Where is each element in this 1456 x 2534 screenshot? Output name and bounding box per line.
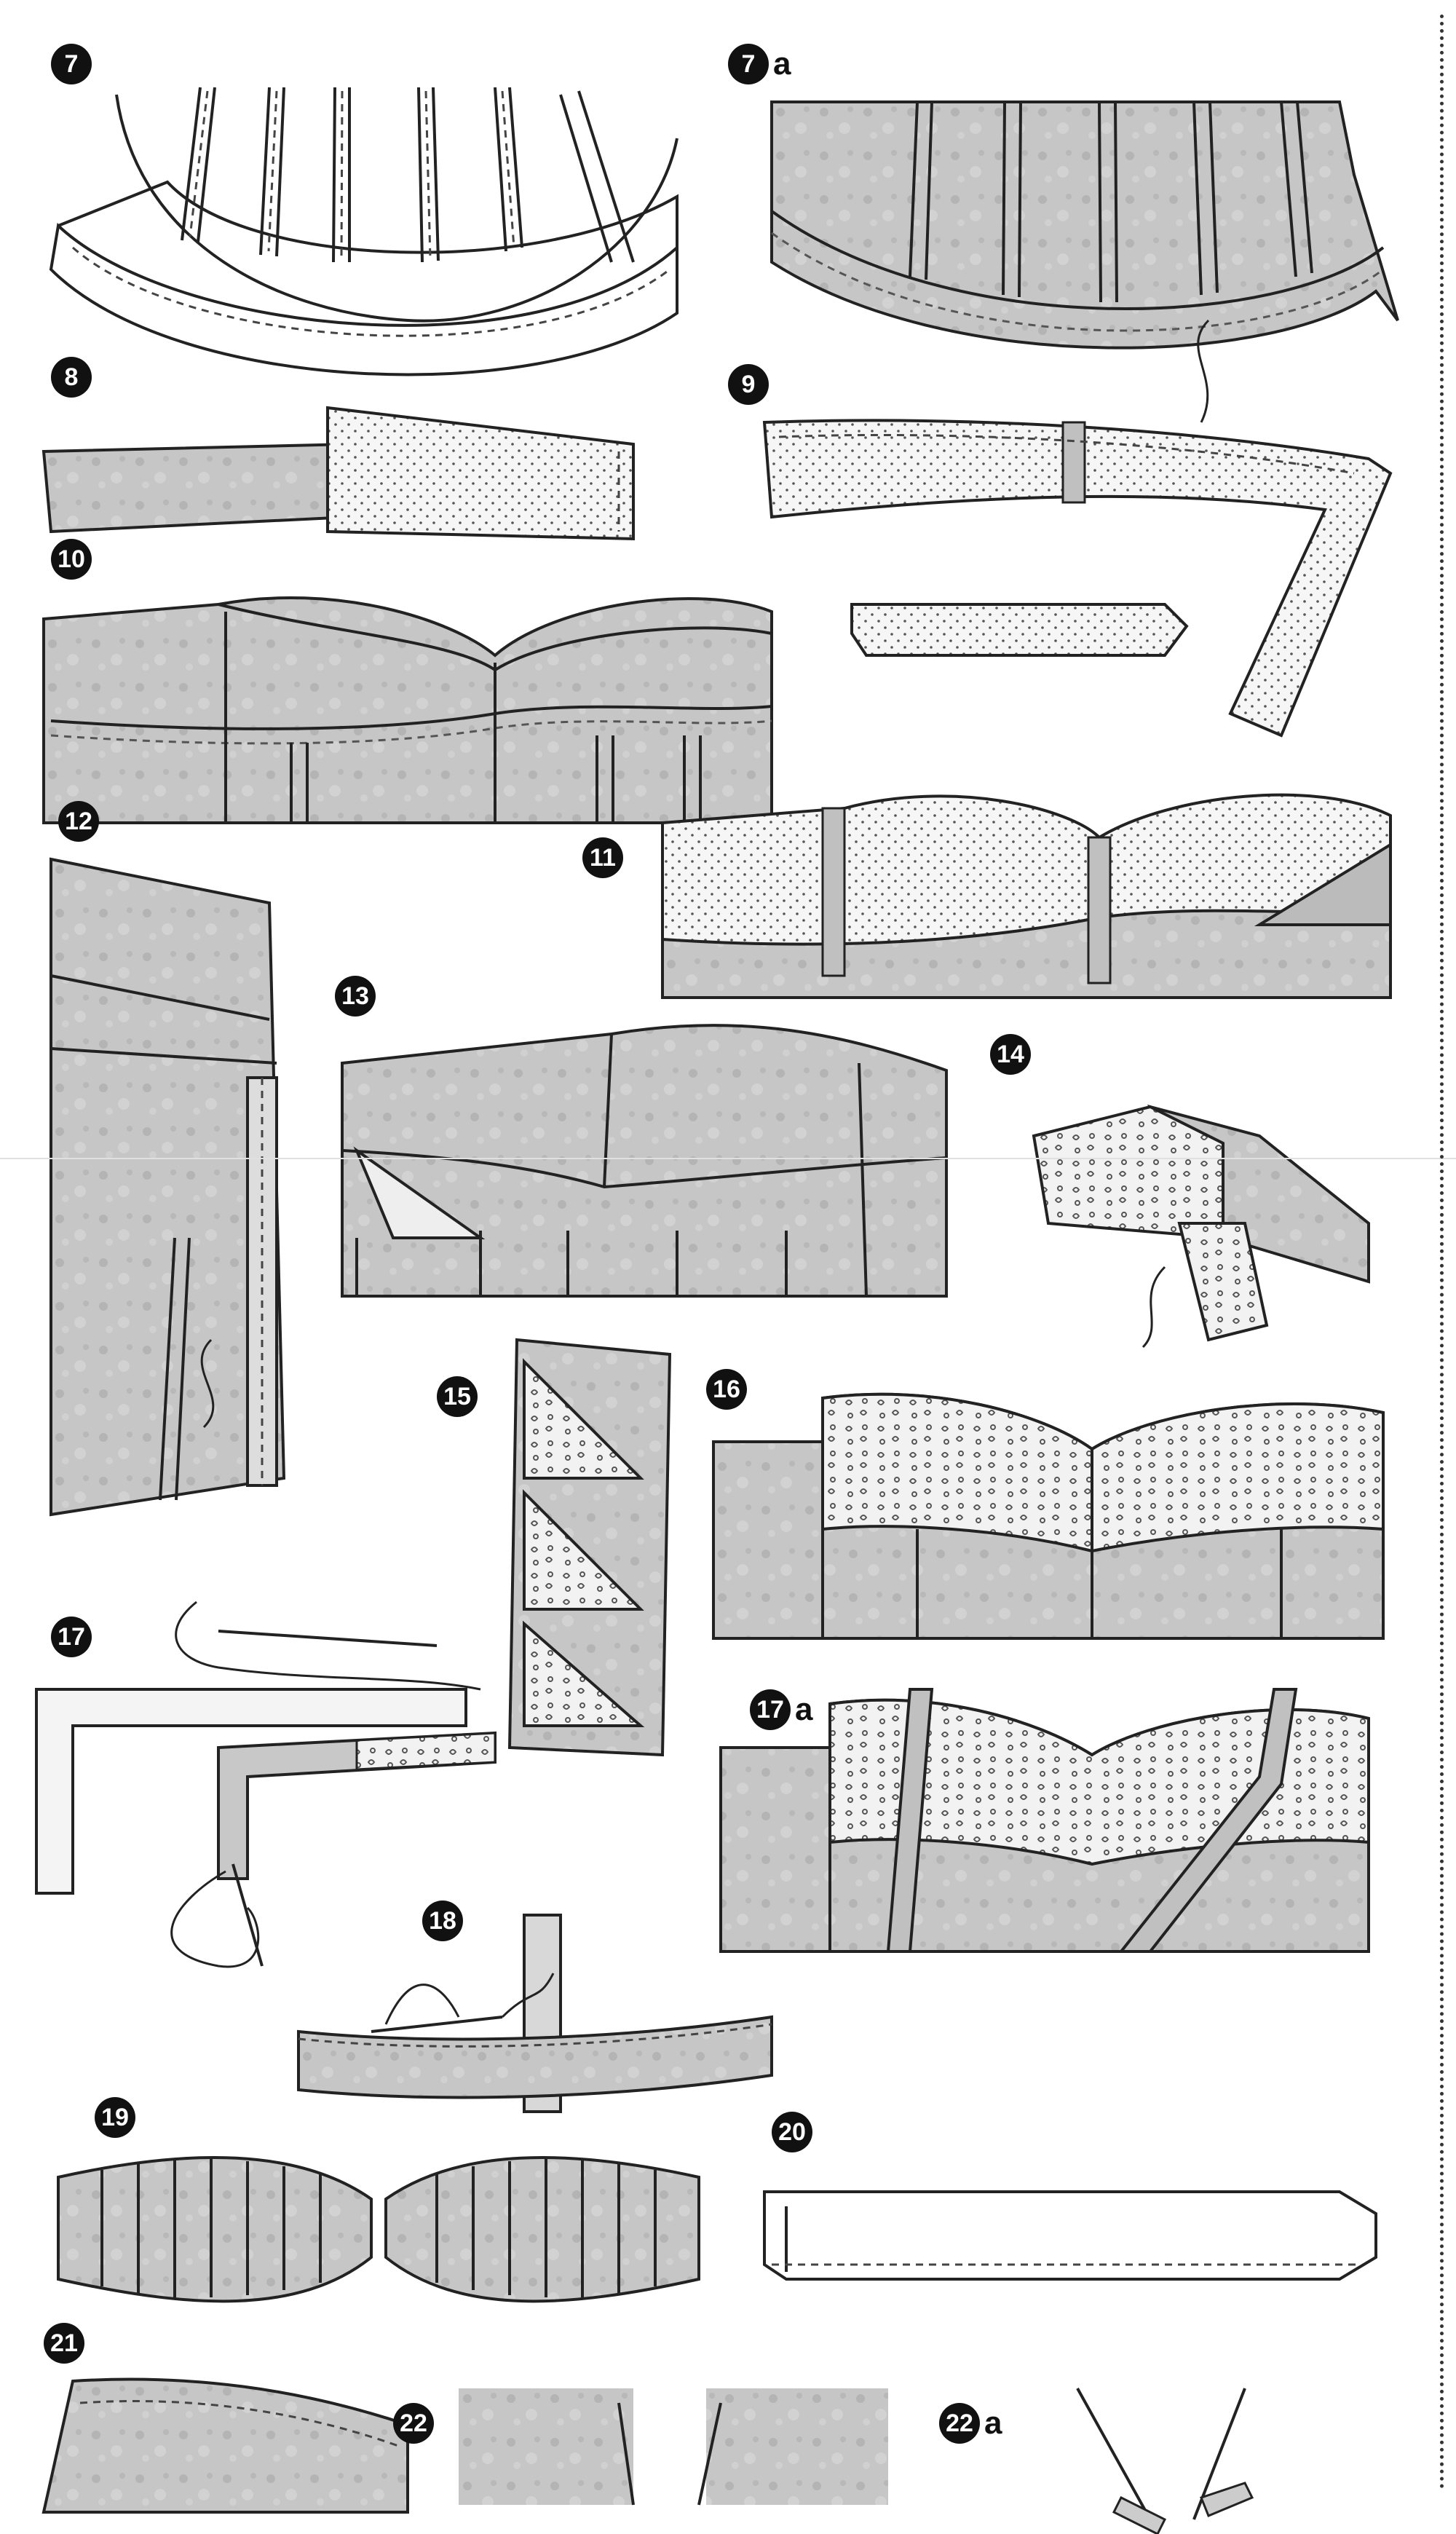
step-suffix-label: a — [984, 2405, 1002, 2441]
step-number-badge: 22 — [393, 2403, 434, 2444]
cut-line-border — [1440, 15, 1444, 2490]
step-number-badge: 8 — [51, 357, 92, 398]
step-number-badge: 7 — [51, 44, 92, 84]
step-number-badge: 19 — [95, 2097, 135, 2138]
lace-bodice-taped-illustration — [719, 1688, 1370, 1953]
step-number-badge: 18 — [422, 1900, 463, 1941]
center-front-seam-illustration — [1076, 2388, 1254, 2534]
side-seam-zip-illustration — [50, 857, 286, 1517]
step-number-badge: 20 — [772, 2112, 812, 2152]
step-number-badge: 13 — [335, 976, 376, 1017]
bodice-facing-turned-illustration — [661, 793, 1392, 999]
step-suffix-label: a — [795, 1692, 813, 1727]
step-number-badge: 22 — [939, 2403, 980, 2444]
lace-panel-corner-illustration — [1032, 1104, 1370, 1349]
step-number-badge: 10 — [51, 539, 92, 580]
lace-bodice-top-illustration — [712, 1392, 1385, 1640]
step-number-badge: 7 — [728, 44, 769, 84]
boned-cups-illustration — [57, 2156, 700, 2303]
waistband-strip-illustration — [41, 406, 635, 541]
lace-triangles-strip-illustration — [507, 1338, 672, 1757]
paper-fold-line — [0, 1158, 1456, 1159]
bodice-top-edge-illustration — [42, 596, 773, 824]
step-number-badge: 17 — [51, 1617, 92, 1657]
step-number-badge: 9 — [728, 364, 769, 405]
step-suffix-label: a — [773, 46, 791, 82]
step-number-badge: 15 — [437, 1376, 478, 1417]
hem-slipstitch-illustration — [297, 1914, 773, 2113]
hand-sewing-tape-illustration — [35, 1600, 496, 1968]
facing-band-illustration — [762, 419, 1393, 738]
folded-band-illustration — [763, 2190, 1377, 2281]
step-number-badge: 17 — [750, 1689, 791, 1730]
step-number-badge: 12 — [58, 801, 99, 842]
boning-channels-illustration — [49, 87, 678, 376]
boned-bodice-edge-illustration — [770, 100, 1399, 423]
step-number-badge: 14 — [990, 1034, 1031, 1075]
bodice-center-front-illustration — [459, 2388, 888, 2506]
step-number-badge: 21 — [44, 2323, 84, 2364]
step-7-figure: 7 — [29, 29, 684, 376]
step-number-badge: 16 — [706, 1369, 747, 1410]
bodice-lining-illustration — [341, 1024, 948, 1298]
facing-strip-illustration — [41, 2377, 409, 2514]
step-number-badge: 11 — [582, 837, 623, 878]
